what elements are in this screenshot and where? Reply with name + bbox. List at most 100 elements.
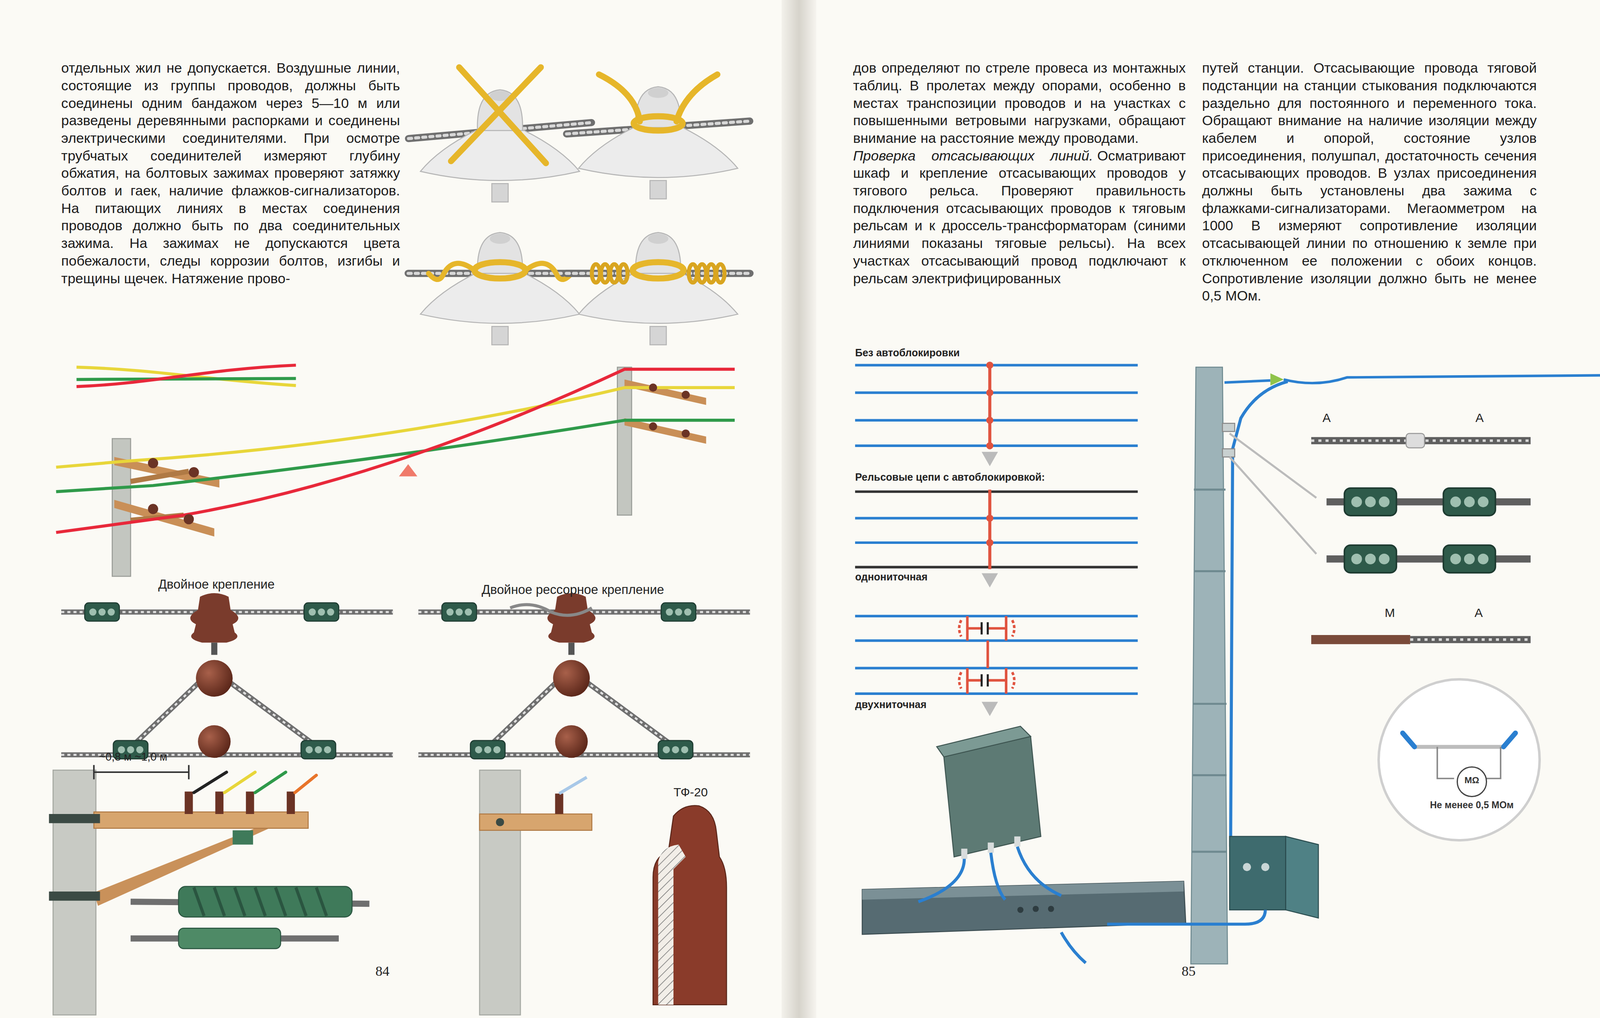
crossarm-pole bbox=[94, 812, 309, 829]
suction-line-pole bbox=[1224, 380, 1271, 383]
suction-line-pole bbox=[1311, 635, 1411, 645]
rail-circuits bbox=[855, 566, 1138, 569]
suction-line-pole bbox=[1017, 906, 1054, 914]
crossarm-pole bbox=[93, 765, 95, 780]
megohmmeter-symbol: МΩ bbox=[1456, 766, 1488, 798]
material-mark: A bbox=[1475, 411, 1484, 426]
double-fastening bbox=[510, 604, 592, 616]
suction-line-pole bbox=[862, 367, 1600, 965]
diagram-caption: Рельсовые цепи с автоблокировкой: bbox=[855, 471, 1045, 484]
overhead-line bbox=[76, 378, 296, 380]
body-text: путей станции. Отсасывающие провода тяго… bbox=[1202, 59, 1537, 304]
material-mark: A bbox=[1474, 606, 1483, 621]
crossarm-pole bbox=[188, 765, 190, 780]
suction-line-pole bbox=[1048, 906, 1055, 913]
rail-circuits bbox=[986, 514, 994, 547]
suction-line-pole bbox=[1344, 545, 1397, 573]
rail-circuits bbox=[981, 452, 998, 467]
suction-line-pole bbox=[987, 843, 994, 854]
suction-line-pole bbox=[1222, 448, 1235, 458]
crossarm-pole bbox=[48, 814, 100, 824]
suction-line-pole bbox=[1242, 863, 1251, 872]
suction-line-pole bbox=[1107, 910, 1266, 925]
rail-circuits bbox=[986, 622, 989, 635]
suction-line-pole bbox=[1014, 836, 1021, 848]
double-fastening bbox=[61, 593, 394, 760]
crossarm-pole bbox=[232, 830, 254, 846]
rail-circuits bbox=[988, 362, 991, 449]
part-name: ТФ-20 bbox=[673, 785, 709, 800]
insulator-ties bbox=[600, 264, 610, 283]
overhead-line bbox=[681, 390, 690, 400]
suction-line-pole bbox=[936, 726, 1031, 758]
suction-line-pole bbox=[943, 736, 1041, 858]
insulator-ties bbox=[698, 264, 707, 283]
suction-line-pole bbox=[918, 847, 1266, 964]
overhead-line bbox=[188, 467, 200, 478]
crossarm-pole bbox=[245, 791, 255, 815]
crossarm-pole bbox=[559, 777, 587, 795]
insulator-ties bbox=[578, 86, 738, 199]
insulator-ties bbox=[707, 264, 716, 283]
suction-line-pole bbox=[1193, 570, 1226, 573]
crossarm-pole bbox=[255, 772, 286, 794]
suction-line-pole bbox=[1410, 638, 1531, 642]
body-text: Осматривают шкаф и крепление отсасывающи… bbox=[852, 147, 1186, 287]
insulator-ties bbox=[474, 262, 526, 279]
suction-line-pole bbox=[1032, 906, 1040, 913]
crossarm-pole bbox=[193, 772, 317, 794]
tf20-insulator bbox=[652, 805, 727, 1005]
diagram-caption: Без автоблокировки bbox=[855, 347, 960, 359]
rail-circuits bbox=[855, 391, 1138, 395]
rail-circuits bbox=[855, 364, 1138, 367]
insulator-ties bbox=[420, 232, 580, 345]
rail-circuits bbox=[855, 667, 1138, 670]
figure-caption: Двойное крепление bbox=[158, 577, 275, 593]
suction-line-pole bbox=[1344, 488, 1397, 516]
overhead-line bbox=[114, 457, 220, 537]
overhead-line bbox=[648, 422, 658, 431]
figure-caption: Двойное рессорное крепление bbox=[481, 582, 665, 598]
suction-line-pole bbox=[1230, 381, 1288, 847]
rail-circuits bbox=[855, 490, 1138, 494]
suction-line-pole bbox=[1191, 850, 1227, 853]
insulator-ties bbox=[619, 264, 628, 283]
suction-line-pole bbox=[1222, 423, 1235, 432]
crossarm-pole bbox=[193, 887, 327, 917]
rail-circuits bbox=[981, 622, 988, 688]
overhead-line bbox=[399, 464, 418, 477]
overhead-line bbox=[147, 504, 159, 515]
suction-line-pole bbox=[1229, 836, 1286, 911]
insulator-ties bbox=[450, 67, 546, 164]
double-fastening bbox=[418, 593, 751, 760]
suction-line-pole bbox=[1222, 423, 1235, 458]
rail-circuits bbox=[980, 674, 983, 688]
meter-label: МΩ bbox=[1457, 775, 1487, 786]
body-text: дов определяют по стреле провеса из монт… bbox=[852, 59, 1186, 148]
crossarm-pole bbox=[479, 770, 521, 1016]
overhead-line bbox=[681, 429, 690, 438]
crossarm-pole bbox=[224, 772, 256, 794]
page-number: 84 bbox=[375, 963, 390, 980]
insulator-ties bbox=[716, 264, 725, 283]
overhead-line bbox=[147, 383, 690, 525]
crossarm-pole bbox=[294, 775, 317, 794]
body-text: отдельных жил не допускается. Воздушные … bbox=[61, 59, 400, 286]
suction-line-pole bbox=[1410, 636, 1531, 644]
insulator-ties bbox=[591, 264, 600, 283]
suction-line-pole bbox=[961, 848, 968, 860]
crossarm-pole bbox=[496, 818, 505, 827]
insulator-ties bbox=[610, 264, 619, 283]
switch-symbol bbox=[1379, 680, 1539, 840]
insulator-ties bbox=[688, 264, 697, 283]
overhead-line bbox=[130, 471, 189, 521]
suction-line-pole bbox=[1285, 836, 1319, 919]
rail-circuits bbox=[986, 674, 989, 688]
suction-line-pole bbox=[1443, 488, 1496, 516]
text-column: отдельных жил не допускается. Воздушные … bbox=[61, 59, 400, 288]
suction-line-pole bbox=[1242, 863, 1270, 872]
tf20-insulator bbox=[658, 845, 686, 1006]
insulator-ties bbox=[566, 232, 750, 345]
insulator-ties bbox=[578, 232, 738, 345]
